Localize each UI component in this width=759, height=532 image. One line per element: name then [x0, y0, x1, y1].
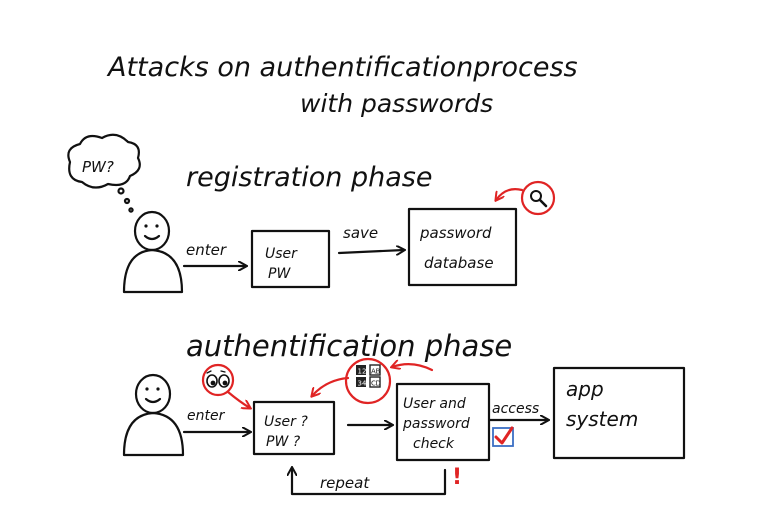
enter-label-2: enter	[187, 408, 226, 424]
tile-b: B	[376, 368, 381, 376]
tile-d: D	[376, 380, 381, 388]
tile-a: A	[371, 368, 376, 376]
check-line-1: User and	[403, 396, 466, 412]
tile-c: C	[371, 380, 376, 388]
user-box-line-1: User	[265, 246, 298, 262]
title-line-2: with passwords	[300, 89, 493, 118]
check-line-3: check	[413, 436, 455, 452]
thought-text: PW?	[82, 158, 114, 176]
tile-3: 3	[358, 380, 362, 388]
user-query-box	[252, 400, 336, 456]
password-database-box	[407, 207, 518, 287]
registration-heading: registration phase	[186, 162, 432, 193]
check-line-2: password	[402, 416, 470, 432]
eyes-attack-arrow	[226, 390, 250, 408]
repeat-loop-arrow	[292, 468, 447, 496]
enter-label: enter	[186, 241, 227, 259]
save-arrow	[337, 250, 404, 253]
save-label: save	[343, 224, 378, 242]
user-query-line-2: PW ?	[266, 434, 301, 450]
user-pw-box	[250, 229, 331, 289]
app-system-box	[552, 366, 686, 460]
tile-1: 1	[358, 368, 362, 376]
db-box-line-1: password	[419, 224, 492, 242]
person-icon	[122, 373, 185, 457]
user-query-line-1: User ?	[264, 414, 308, 430]
user-box-line-2: PW	[268, 266, 291, 282]
thought-bubble-icon	[67, 133, 141, 213]
exclamation-mark: !	[452, 465, 462, 490]
db-box-line-2: database	[424, 254, 494, 272]
repeat-label: repeat	[320, 474, 370, 492]
access-label: access	[492, 401, 539, 417]
tiles-to-user-arrow	[312, 376, 350, 396]
tile-2: 2	[362, 368, 366, 376]
number-tiles-icon: 1 2 A B 3 4 C D	[344, 357, 392, 405]
title-line-1: Attacks on authentificationprocess	[106, 52, 578, 83]
tiles-from-check-arrow	[392, 364, 434, 372]
eyes-icon	[201, 363, 235, 397]
app-line-2: system	[566, 407, 638, 431]
user-password-check-box	[395, 382, 491, 462]
authentication-heading: authentification phase	[186, 329, 512, 363]
magnifier-icon	[520, 180, 556, 216]
person-icon	[122, 210, 184, 294]
tile-4: 4	[362, 380, 367, 388]
app-line-1: app	[566, 377, 604, 401]
checkbox-icon	[492, 426, 514, 447]
magnifier-attack-arrow	[496, 188, 524, 200]
